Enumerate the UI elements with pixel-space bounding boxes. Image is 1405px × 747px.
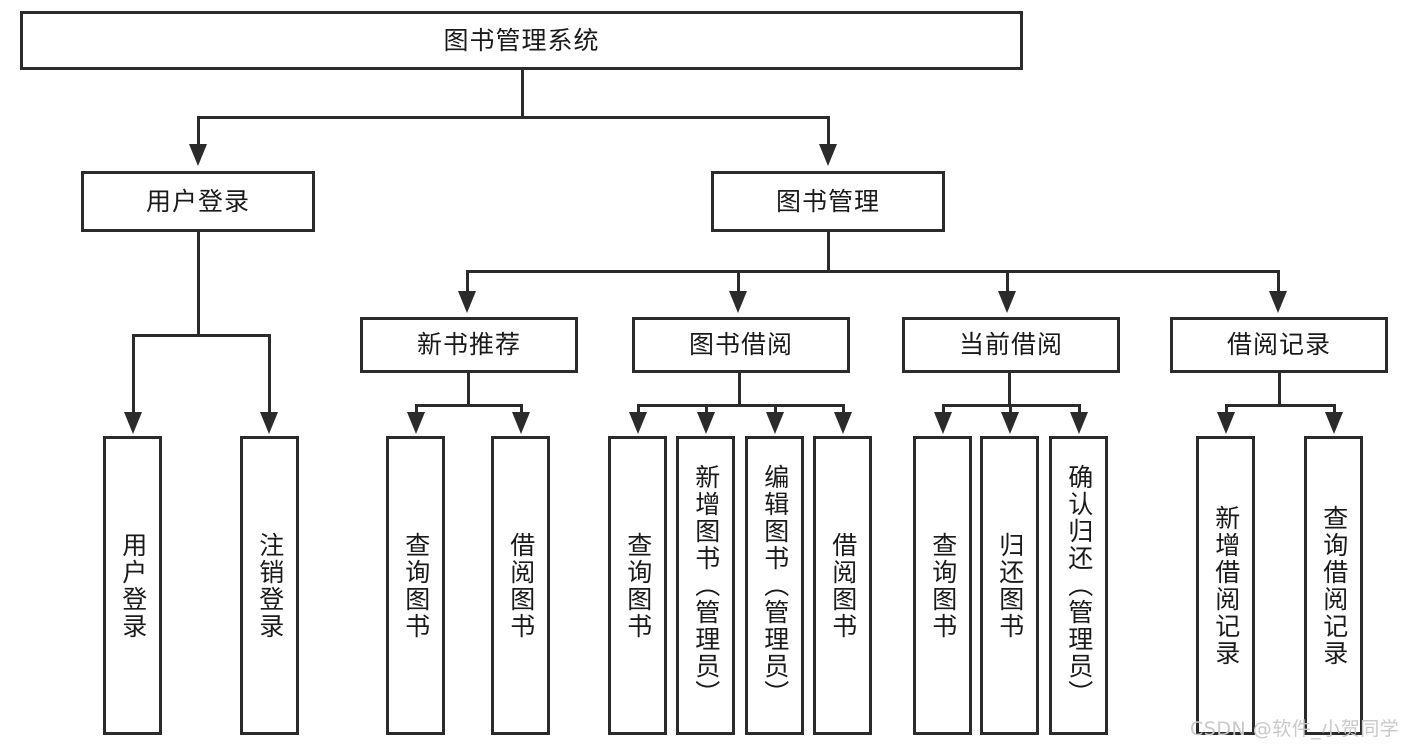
node-leaf-add-borrow-record-label: 新增借阅记录 (1211, 504, 1241, 667)
edge-user-login-to-leaf1 (132, 334, 135, 414)
arrow-down-icon (1001, 412, 1019, 434)
edge-root-bus (198, 116, 830, 119)
edge-bb-to-leaf4 (842, 404, 845, 414)
node-leaf-add-book[interactable]: 新增图书（管理员） (676, 436, 735, 735)
arrow-down-icon (766, 412, 784, 434)
arrow-down-icon (1325, 412, 1343, 434)
edge-br-to-leaf1 (1225, 404, 1228, 414)
arrow-down-icon (512, 412, 530, 434)
arrow-down-icon (1269, 291, 1287, 313)
edge-cb-to-leaf3 (1078, 404, 1081, 414)
node-leaf-user-login-label: 用户登录 (118, 531, 148, 640)
node-leaf-query-book-1-label: 查询图书 (401, 531, 431, 640)
node-leaf-borrow-book-1[interactable]: 借阅图书 (491, 436, 550, 735)
node-root-label: 图书管理系统 (443, 25, 600, 55)
node-leaf-borrow-book-2[interactable]: 借阅图书 (813, 436, 872, 735)
node-leaf-query-borrow-record-label: 查询借阅记录 (1319, 504, 1349, 667)
edge-br-down (1278, 373, 1281, 406)
edge-nbr-to-leaf2 (520, 404, 523, 414)
node-user-login[interactable]: 用户登录 (81, 171, 315, 232)
edge-to-current-borrow (1006, 270, 1009, 293)
arrow-down-icon (697, 412, 715, 434)
edge-cb-to-leaf1 (942, 404, 945, 414)
arrow-down-icon (458, 291, 476, 313)
edge-root-to-user-login (197, 116, 200, 144)
node-leaf-edit-book[interactable]: 编辑图书（管理员） (745, 436, 804, 735)
edge-bb-bus (637, 404, 845, 407)
node-leaf-return-book-label: 归还图书 (995, 531, 1025, 640)
node-book-manage[interactable]: 图书管理 (711, 171, 945, 232)
edge-cb-to-leaf2 (1009, 404, 1012, 414)
node-leaf-query-book-3-label: 查询图书 (928, 531, 958, 640)
edge-user-login-down (197, 232, 200, 336)
node-new-book-recommend[interactable]: 新书推荐 (360, 317, 578, 373)
arrow-down-icon (729, 291, 747, 313)
node-leaf-logout-login-label: 注销登录 (255, 531, 285, 640)
node-current-borrow[interactable]: 当前借阅 (902, 317, 1120, 373)
edge-to-book-borrow (737, 270, 740, 293)
node-current-borrow-label: 当前借阅 (958, 330, 1063, 360)
edge-bb-to-leaf1 (637, 404, 640, 414)
node-book-borrow[interactable]: 图书借阅 (632, 317, 850, 373)
arrow-down-icon (407, 412, 425, 434)
edge-user-login-to-leaf2 (268, 334, 271, 414)
node-leaf-query-borrow-record[interactable]: 查询借阅记录 (1304, 436, 1363, 735)
node-book-borrow-label: 图书借阅 (688, 330, 793, 360)
node-leaf-query-book-2[interactable]: 查询图书 (608, 436, 667, 735)
arrow-down-icon (834, 412, 852, 434)
node-borrow-record[interactable]: 借阅记录 (1170, 317, 1388, 373)
edge-book-manage-bus (467, 270, 1279, 273)
node-leaf-logout-login[interactable]: 注销登录 (240, 436, 299, 735)
arrow-down-icon (934, 412, 952, 434)
arrow-down-icon (819, 144, 837, 166)
edge-bb-to-leaf3 (774, 404, 777, 414)
node-leaf-edit-book-label: 编辑图书（管理员） (760, 464, 790, 707)
edge-br-to-leaf2 (1333, 404, 1336, 414)
edge-nbr-down (467, 373, 470, 406)
node-book-manage-label: 图书管理 (775, 186, 880, 216)
node-new-book-recommend-label: 新书推荐 (416, 330, 521, 360)
arrow-down-icon (629, 412, 647, 434)
node-leaf-return-book[interactable]: 归还图书 (980, 436, 1039, 735)
edge-root-to-book-manage (827, 116, 830, 144)
edge-br-bus (1225, 404, 1336, 407)
edge-bb-down (738, 373, 741, 406)
node-leaf-confirm-return[interactable]: 确认归还（管理员） (1049, 436, 1108, 735)
node-root[interactable]: 图书管理系统 (20, 11, 1023, 70)
arrow-down-icon (998, 291, 1016, 313)
node-borrow-record-label: 借阅记录 (1226, 330, 1331, 360)
edge-nbr-to-leaf1 (415, 404, 418, 414)
node-leaf-borrow-book-2-label: 借阅图书 (828, 531, 858, 640)
edge-to-borrow-record (1277, 270, 1280, 293)
edge-to-new-book-recommend (466, 270, 469, 293)
arrow-down-icon (260, 412, 278, 434)
edge-root-down (521, 70, 524, 118)
node-leaf-query-book-2-label: 查询图书 (623, 531, 653, 640)
node-leaf-add-borrow-record[interactable]: 新增借阅记录 (1196, 436, 1255, 735)
node-leaf-confirm-return-label: 确认归还（管理员） (1064, 464, 1094, 707)
edge-nbr-bus (415, 404, 523, 407)
edge-user-login-bus (132, 334, 271, 337)
arrow-down-icon (1217, 412, 1235, 434)
node-leaf-user-login[interactable]: 用户登录 (103, 436, 162, 735)
edge-book-manage-down (827, 232, 830, 272)
arrow-down-icon (1070, 412, 1088, 434)
node-leaf-add-book-label: 新增图书（管理员） (691, 464, 721, 707)
watermark-text: CSDN @软件_小贺同学 (1190, 718, 1400, 740)
node-leaf-borrow-book-1-label: 借阅图书 (506, 531, 536, 640)
node-user-login-label: 用户登录 (145, 186, 250, 216)
arrow-down-icon (124, 412, 142, 434)
arrow-down-icon (189, 144, 207, 166)
edge-cb-down (1008, 373, 1011, 406)
node-leaf-query-book-3[interactable]: 查询图书 (913, 436, 972, 735)
node-leaf-query-book-1[interactable]: 查询图书 (386, 436, 445, 735)
edge-bb-to-leaf2 (705, 404, 708, 414)
